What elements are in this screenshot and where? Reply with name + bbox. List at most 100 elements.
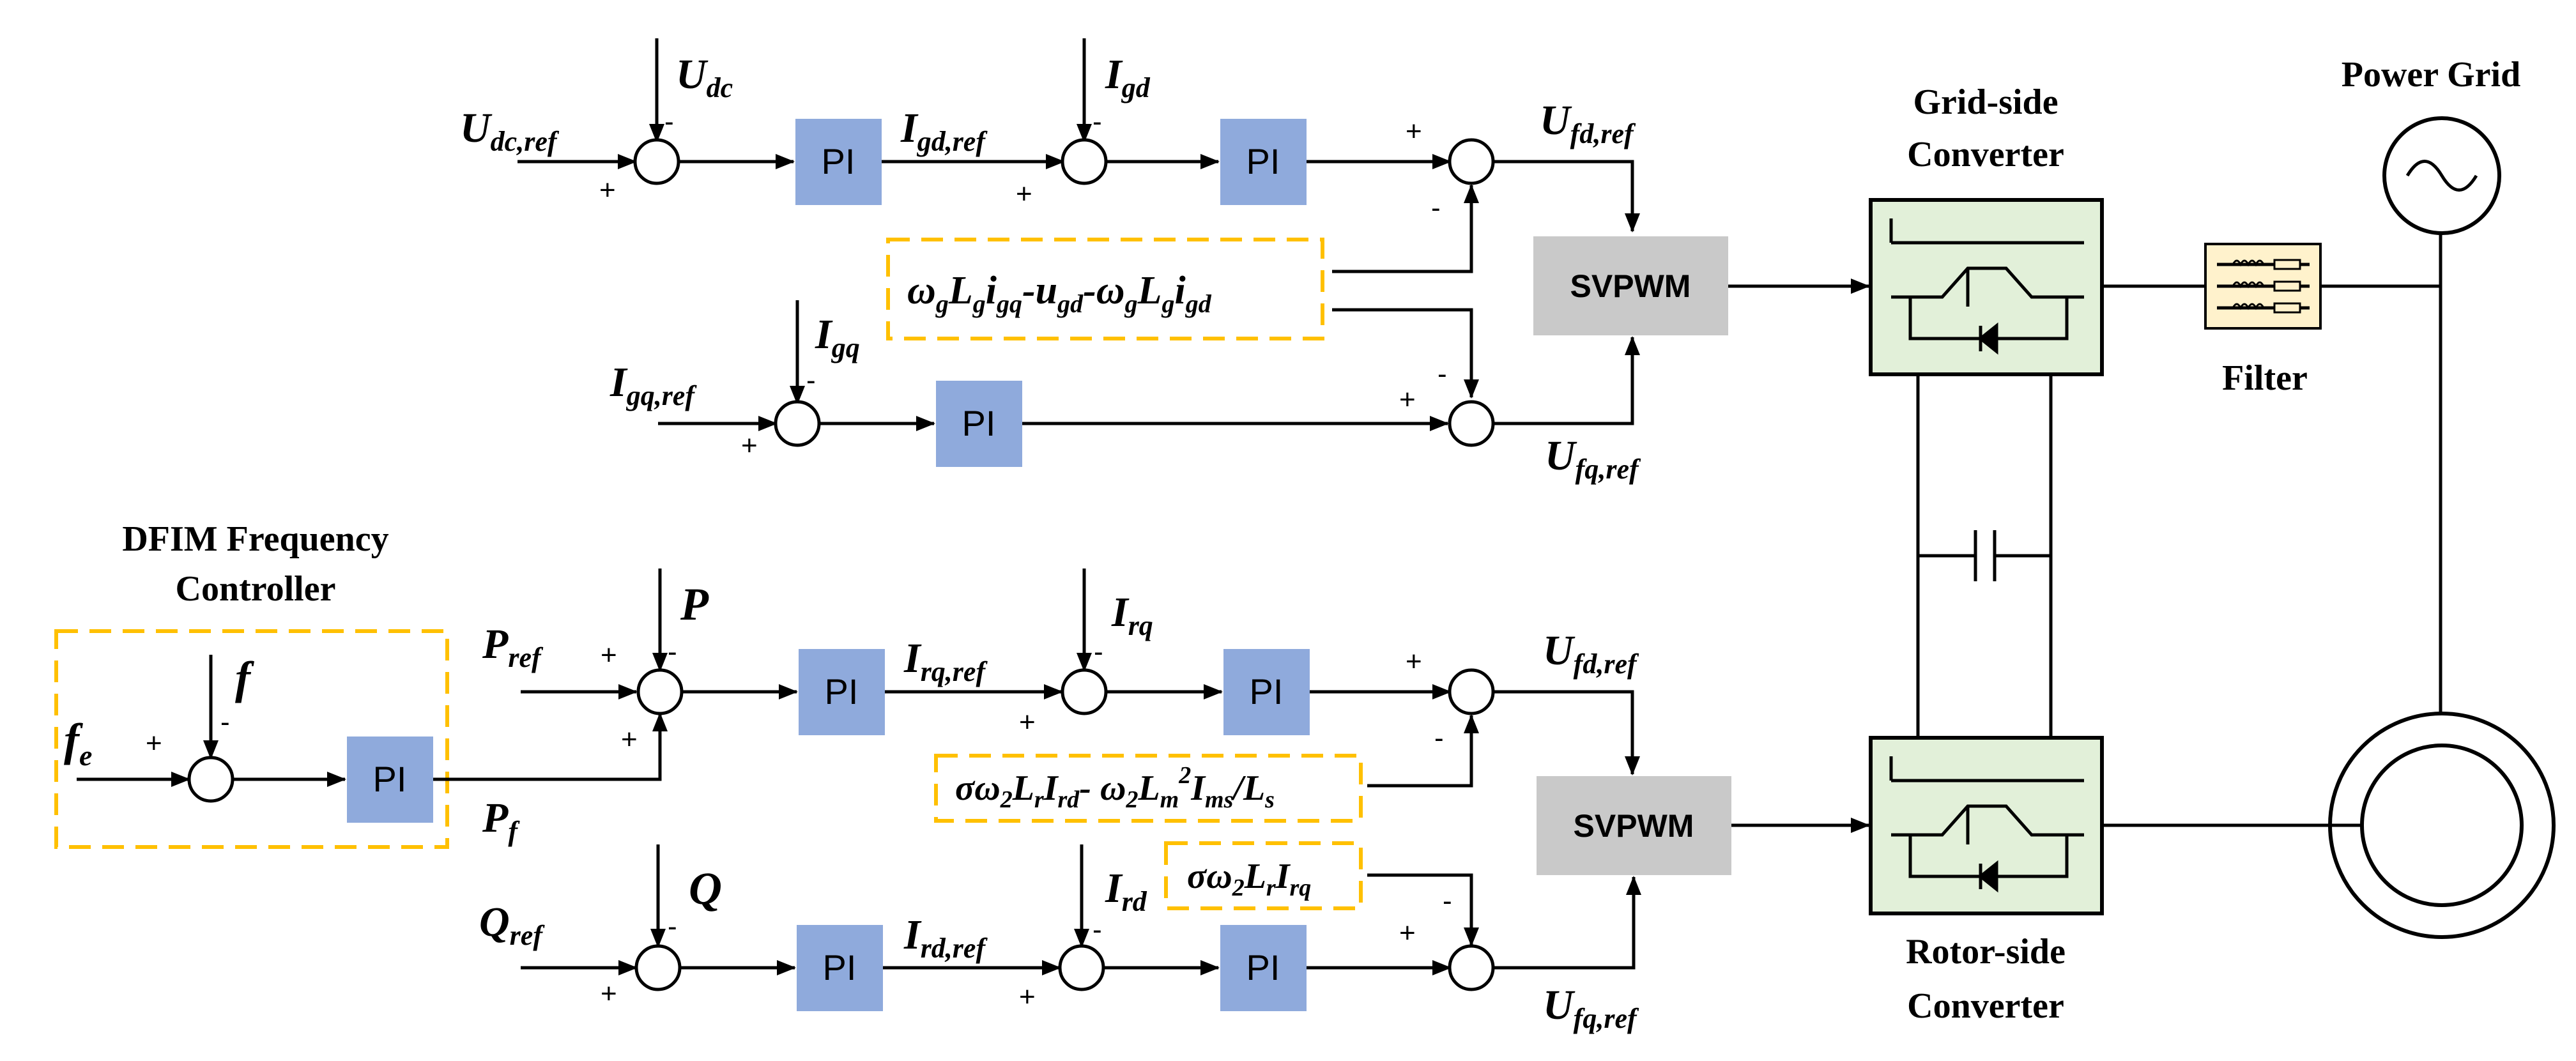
label-ird-ref: Ird,ref [903, 912, 988, 964]
sign-f-minus: - [220, 706, 230, 738]
sum-q [634, 944, 682, 991]
pi-f-label: PI [373, 759, 407, 799]
rotor-p-loop: PI PI [521, 569, 1640, 775]
sign-udc-minus: - [664, 106, 674, 137]
freq-loop: PI [77, 655, 668, 823]
dfim-controller-box [54, 629, 449, 849]
pi-q-label: PI [823, 947, 857, 988]
sign-ufd-grid-plus: + [1406, 116, 1422, 147]
dfim-controller-title-1: DFIM Frequency [122, 519, 388, 559]
sign-ufq-grid-minus: - [1438, 358, 1447, 390]
rotor-ff-d-text: σω2LrIrd- ω2Lm2Ims/Ls [955, 762, 1275, 813]
rotor-ff-q-text: σω2LrIrq [1187, 857, 1311, 901]
pi-igq [936, 381, 1022, 467]
label-ufq-ref-rotor: Ufq,ref [1543, 982, 1639, 1034]
label-igd-ref: Igd,ref [900, 105, 988, 157]
sign-igd-minus: - [1092, 106, 1102, 137]
sum-ird [1058, 944, 1105, 991]
sign-ufq-rotor-plus: + [1399, 917, 1416, 949]
grid-converter-title-2: Converter [1907, 135, 2064, 174]
grid-q-loop: PI [658, 300, 1640, 467]
sum-igd [1061, 138, 1108, 185]
svpwm-rotor-label: SVPWM [1574, 808, 1694, 844]
label-p-ref: Pref [482, 621, 544, 673]
sum-ufd-grid [1448, 138, 1495, 185]
label-udc: Udc [676, 51, 733, 103]
rotor-q-loop: PI PI [521, 844, 1641, 1011]
grid-feedforward-box [886, 238, 1324, 340]
grid-d-loop: PI PI [518, 38, 1640, 233]
sign-ufq-rotor-minus: - [1443, 885, 1452, 917]
label-f: f [235, 652, 254, 703]
svpwm-grid-label: SVPWM [1570, 268, 1691, 304]
label-udc-ref: Udc,ref [460, 105, 560, 157]
grid-converter-title-1: Grid-side [1913, 82, 2058, 122]
rotor-converter-title-1: Rotor-side [1906, 932, 2066, 972]
grid-side-converter [1869, 198, 2104, 376]
sign-q-minus: - [668, 911, 677, 942]
filter-label: Filter [2222, 358, 2308, 398]
sign-udcref-plus: + [599, 174, 616, 206]
pi-p-label: PI [825, 671, 859, 712]
power-grid-label: Power Grid [2342, 55, 2520, 95]
sign-irqref-plus: + [1019, 706, 1036, 738]
grid-feedforward-text: ωgLgigq-ugd-ωgLgigd [907, 269, 1212, 318]
sign-pf-plus: + [621, 724, 638, 755]
label-igd: Igd [1105, 51, 1151, 103]
dc-link-capacitor [1916, 374, 2053, 738]
label-ird: Ird [1105, 865, 1147, 917]
sign-ufq-grid-plus: + [1399, 384, 1416, 415]
pi-p [799, 649, 885, 735]
pi-udc-label: PI [822, 141, 855, 181]
label-p: P [680, 579, 709, 630]
sign-qref-plus: + [601, 978, 617, 1009]
label-ufd-ref-grid: Ufd,ref [1540, 97, 1636, 149]
sign-ufd-rotor-plus: + [1406, 646, 1422, 677]
sum-udc [633, 138, 680, 185]
sign-fe-plus: + [146, 728, 162, 759]
label-ufq-ref-grid: Ufq,ref [1545, 432, 1641, 485]
label-irq-ref: Irq,ref [903, 635, 988, 687]
sum-p [636, 668, 684, 715]
label-q-ref: Qref [479, 899, 545, 951]
sign-p-minus: - [668, 636, 677, 668]
sign-igdref-plus: + [1016, 178, 1032, 210]
label-igq-ref: Igq,ref [610, 359, 697, 411]
sum-ufd-rotor [1448, 668, 1495, 715]
pi-ird-label: PI [1246, 947, 1280, 988]
sum-ufq-rotor [1448, 944, 1495, 991]
sum-f [187, 756, 234, 803]
sign-irq-minus: - [1094, 636, 1103, 668]
sign-irdref-plus: + [1019, 981, 1036, 1012]
rotor-side-converter [1869, 736, 2104, 915]
pi-irq-label: PI [1250, 671, 1284, 712]
power-grid-source [2382, 116, 2501, 235]
pi-igq-label: PI [962, 403, 996, 443]
sign-ufd-rotor-minus: - [1434, 722, 1444, 754]
sign-ird-minus: - [1092, 914, 1102, 945]
pi-f [347, 737, 433, 823]
pi-udc [795, 119, 882, 205]
filter-icon [2204, 243, 2322, 330]
label-ufd-ref-rotor: Ufd,ref [1543, 627, 1639, 680]
sum-ufq-grid [1448, 400, 1495, 447]
dfim-controller-title-2: Controller [176, 569, 336, 609]
sign-ufd-grid-minus: - [1431, 192, 1441, 224]
sum-irq [1061, 668, 1108, 715]
pi-igd [1220, 119, 1307, 205]
sum-igq [774, 400, 821, 447]
pi-ird [1220, 925, 1307, 1011]
sign-pref-plus: + [601, 639, 617, 671]
label-igq: Igq [815, 311, 860, 363]
label-pf: Pf [482, 795, 520, 847]
svpwm-grid [1533, 236, 1728, 335]
rotor-ff-d-box [934, 754, 1363, 823]
pi-q [797, 925, 883, 1011]
sign-igq-minus: - [806, 365, 816, 396]
label-q: Q [689, 863, 722, 914]
svpwm-rotor [1537, 776, 1731, 875]
rotor-converter-title-2: Converter [1907, 986, 2064, 1026]
generator-icon [2328, 712, 2556, 939]
label-irq: Irq [1111, 589, 1153, 641]
